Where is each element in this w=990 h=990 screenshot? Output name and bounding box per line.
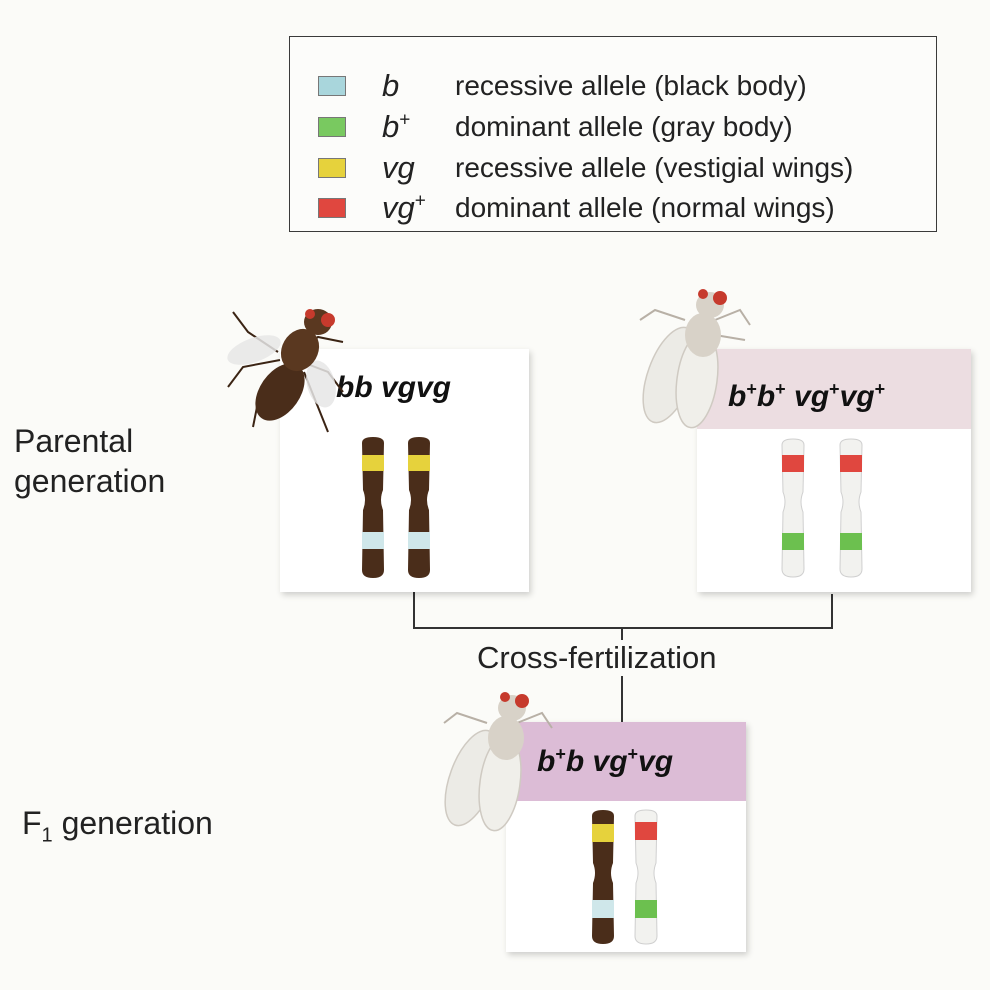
f1-band [506,722,746,801]
legend-symbol: b+ [382,109,411,144]
legend: b recessive allele (black body) b+ domin… [289,36,937,232]
legend-row-vg: vg recessive allele (vestigial wings) [290,147,936,187]
f1-genotype: b+b vg+vg [537,744,674,778]
f1-label-rest: generation [52,805,213,841]
chromosome-right-1 [781,438,805,578]
parental-label-line2: generation [14,463,166,499]
legend-description: recessive allele (black body) [455,70,807,101]
swatch-b-plus [318,117,346,137]
parent-left-genotype: bb vgvg [336,371,452,404]
parent-right-band [697,349,971,429]
cross-fertilization-label: Cross-fertilization [473,640,721,676]
chromosome-left-1 [362,437,384,578]
f1-chromosomes [592,809,658,945]
chromosome-f1-dark [592,810,614,944]
legend-row-b-plus: b+ dominant allele (gray body) [290,106,936,146]
connector-right [831,594,833,628]
parent-right-chromosomes [781,438,863,578]
chromosome-f1-light [634,809,658,945]
f1-fly-icon [443,692,553,832]
legend-symbol: vg+ [382,190,426,225]
parental-label-line1: Parental [14,423,134,459]
f1-label-f: F [22,805,42,841]
parent-right-genotype: b+b+ vg+vg+ [728,379,886,413]
legend-description: dominant allele (gray body) [455,111,793,142]
swatch-vg [318,158,346,178]
f1-label-subscript: 1 [41,824,53,847]
swatch-b [318,76,346,96]
legend-symbol: b [382,68,400,103]
swatch-vg-plus [318,198,346,218]
f1-generation-label: F1 generation [22,803,213,855]
legend-row-b: b recessive allele (black body) [290,65,936,105]
parent-left-chromosomes [362,437,430,578]
black-vestigial-fly-icon [227,309,344,433]
legend-row-vg-plus: vg+ dominant allele (normal wings) [290,187,936,227]
legend-symbol: vg [382,150,415,185]
connector-horizontal [413,627,833,629]
parental-generation-label: Parental generation [14,421,165,501]
legend-description: dominant allele (normal wings) [455,192,835,223]
chromosome-left-2 [408,437,430,578]
gray-normal-fly-icon [639,289,751,429]
legend-description: recessive allele (vestigial wings) [455,152,854,183]
chromosome-right-2 [839,438,863,578]
connector-left [413,578,415,628]
